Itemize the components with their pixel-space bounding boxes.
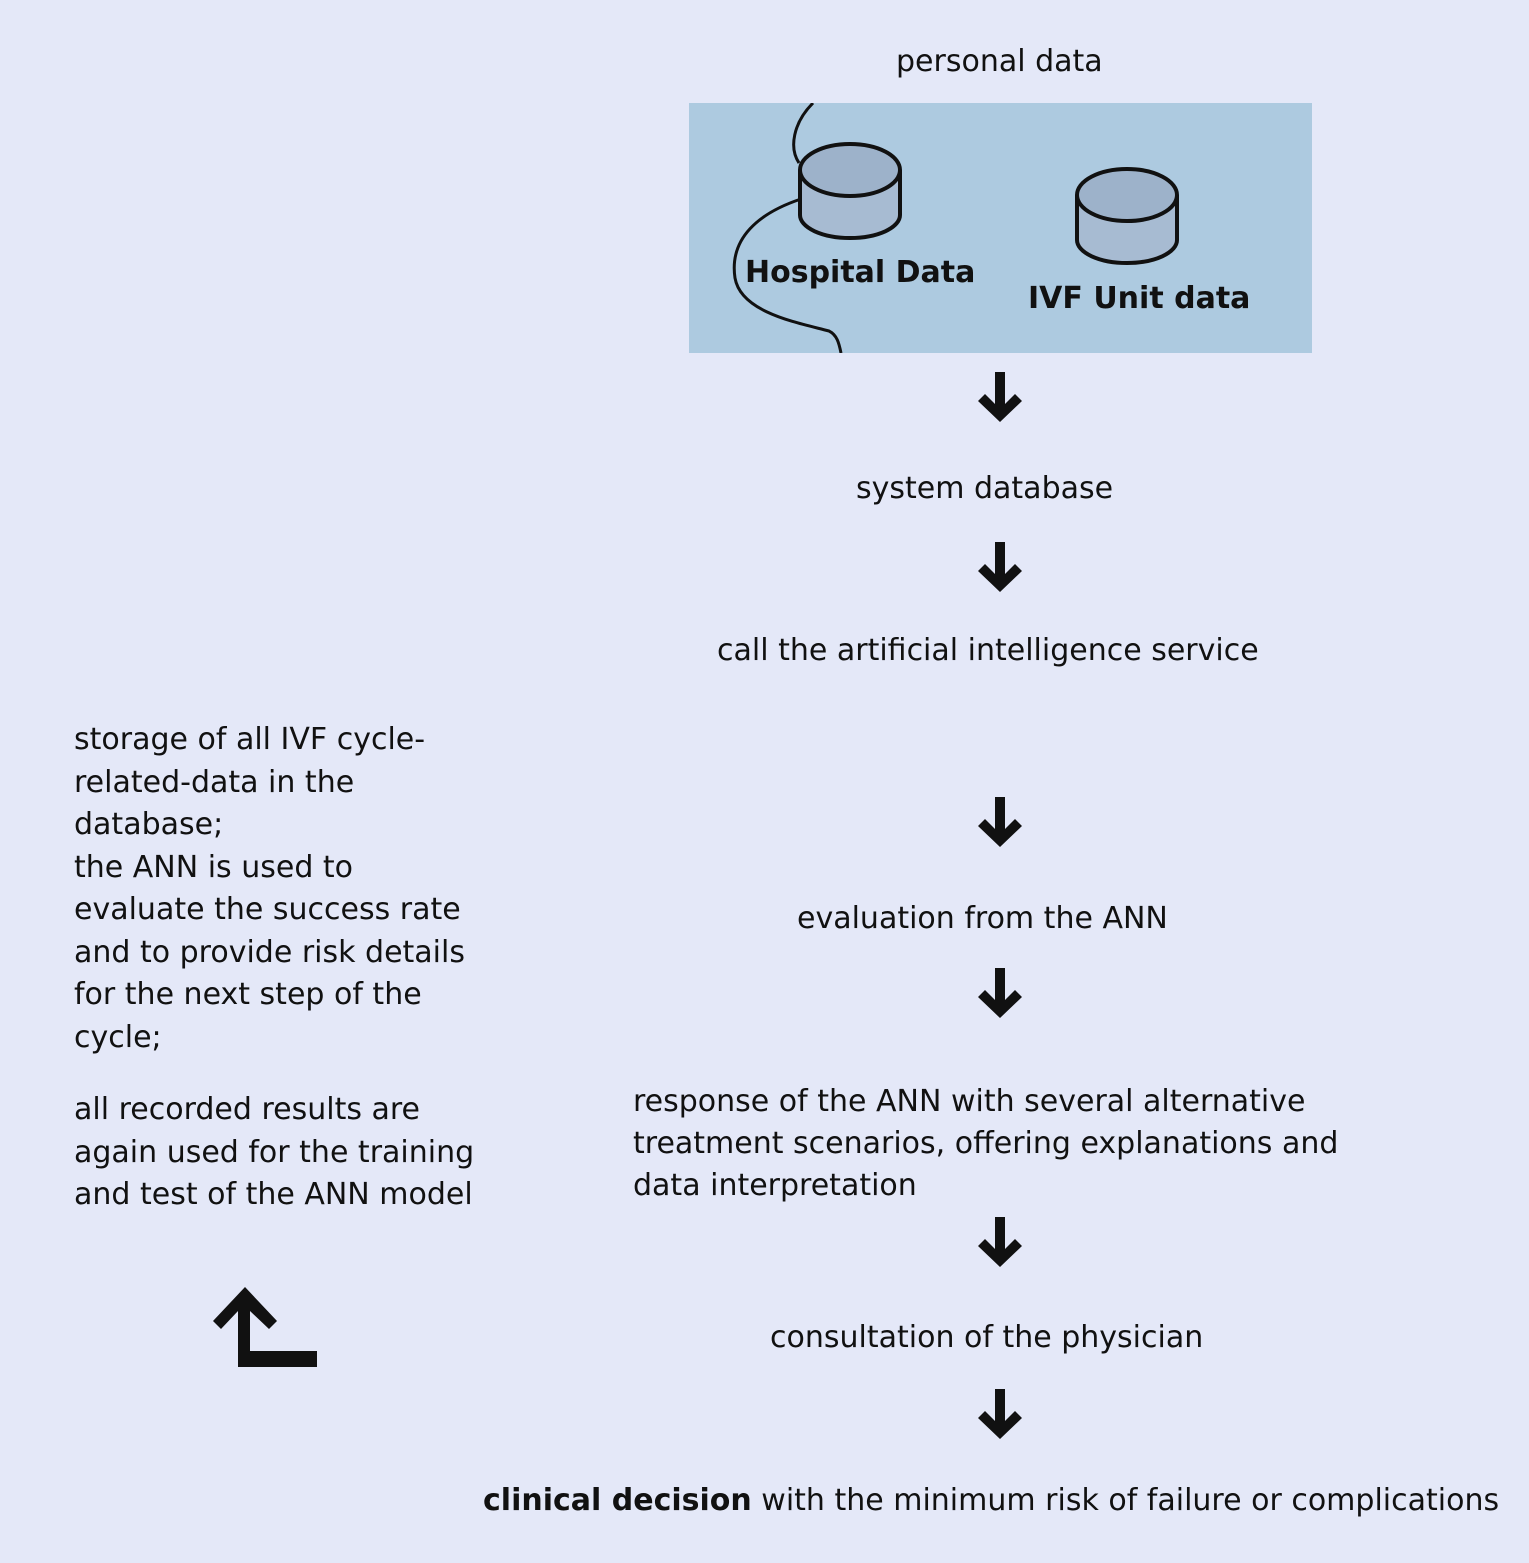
response-step-line-2: treatment scenarios, offering explanatio… [633,1126,1339,1161]
clinical-decision-bold: clinical decision [483,1483,752,1518]
down-arrow-icon [978,372,1022,422]
ivf-database-icon [1075,167,1179,265]
hospital-boundary-curve [732,103,843,353]
evaluation-step: evaluation from the ANN [797,901,1168,936]
consultation-step: consultation of the physician [770,1320,1204,1355]
down-arrow-icon [978,1389,1022,1439]
data-sources-graphic [732,103,1179,353]
system-database-step: system database [856,471,1114,506]
final-decision-text: clinical decision with the minimum risk … [483,1480,1499,1522]
storage-note: storage of all IVF cycle- related-data i… [74,722,465,1055]
hospital-data-label: Hospital Data [745,255,976,290]
call-ai-service-step: call the artificial intelligence service [717,633,1259,668]
response-step-line-1: response of the ANN with several alterna… [633,1084,1306,1119]
down-arrow-icon [978,542,1022,592]
feedback-up-arrow-icon [213,1287,317,1367]
down-arrow-icon [978,1217,1022,1267]
clinical-decision-rest: with the minimum risk of failure or comp… [751,1483,1500,1518]
data-sources-panel: Hospital Data IVF Unit data [689,103,1312,353]
down-arrow-icon [978,968,1022,1018]
down-arrow-icon [978,797,1022,847]
response-step-line-3: data interpretation [633,1168,917,1203]
hospital-database-icon [798,142,902,240]
ivf-unit-data-label: IVF Unit data [1028,281,1251,316]
training-note: all recorded results are again used for … [74,1092,475,1212]
personal-data-label: personal data [896,44,1103,79]
